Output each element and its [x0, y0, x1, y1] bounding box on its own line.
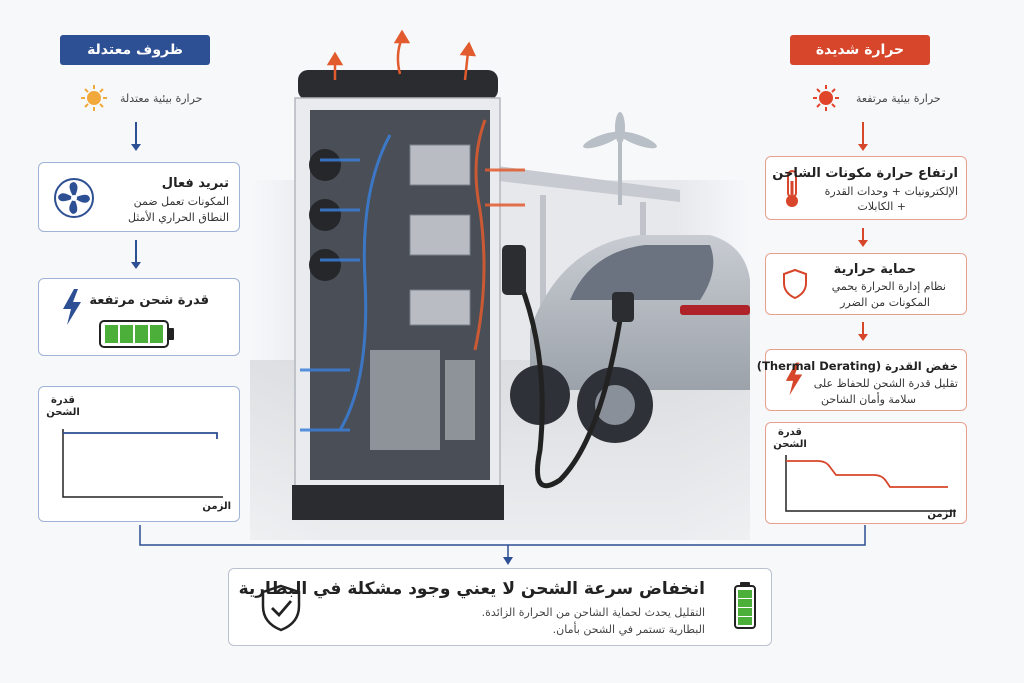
extreme-heat-header: حرارة شديدة — [790, 35, 930, 65]
charger-illustration — [250, 30, 750, 540]
active-cooling-card: تبريد فعال المكونات تعمل ضمن النطاق الحر… — [38, 162, 240, 232]
high-power-card: قدرة شحن مرتفعة — [38, 278, 240, 356]
sun-icon — [813, 85, 839, 111]
thermal-protection-line1: نظام إدارة الحرارة يحمي — [831, 280, 946, 293]
thermal-protection-line2: المكونات من الضرر — [840, 296, 930, 309]
battery-icon — [99, 320, 174, 348]
lightning-icon — [63, 289, 81, 325]
active-cooling-title: تبريد فعال — [161, 176, 229, 191]
shield-icon — [783, 268, 807, 300]
active-cooling-line1: المكونات تعمل ضمن — [133, 195, 229, 208]
car-illustration — [510, 235, 750, 443]
thermal-protection-title: حماية حرارية — [833, 262, 916, 277]
chart-axes — [785, 455, 956, 512]
moderate-conditions-header: ظروف معتدلة — [60, 35, 210, 65]
thermal-derating-line2: سلامة وأمان الشاحن — [821, 393, 916, 406]
thermal-protection-card: حماية حرارية نظام إدارة الحرارة يحمي الم… — [765, 253, 967, 315]
component-heat-title: ارتفاع حرارة مكونات الشاحن — [772, 166, 958, 181]
summary-bracket — [139, 525, 866, 565]
high-ambient-label: حرارة بيئية مرتفعة — [856, 92, 941, 105]
fan-icon — [54, 178, 94, 218]
moderate-ambient-label: حرارة بيئية معتدلة — [120, 92, 203, 105]
summary-card: انخفاض سرعة الشحن لا يعني وجود مشكلة في … — [228, 568, 772, 646]
chart-xlabel: الزمن — [202, 501, 231, 512]
component-heat-line2: + الكابلات — [857, 200, 906, 213]
battery-icon — [734, 582, 756, 629]
active-cooling-line2: النطاق الحراري الأمثل — [127, 211, 229, 224]
sun-icon — [81, 85, 107, 111]
charger-cabinet — [292, 70, 525, 520]
high-power-title: قدرة شحن مرتفعة — [89, 293, 209, 308]
thermal-derating-title: خفض القدرة (Thermal Derating) — [756, 359, 958, 373]
summary-line2: البطارية تستمر في الشحن بأمان. — [552, 623, 705, 636]
thermal-derating-line1: تقليل قدرة الشحن للحفاظ على — [813, 377, 958, 390]
power-curve-derating — [786, 460, 948, 488]
power-curve-flat — [63, 432, 218, 439]
thermometer-icon — [786, 170, 798, 207]
heat-arrow-icon — [326, 30, 477, 81]
chart-axes — [62, 429, 223, 498]
thermal-derating-card: خفض القدرة (Thermal Derating) تقليل قدرة… — [757, 349, 967, 411]
component-heat-card: ارتفاع حرارة مكونات الشاحن الإلكترونيات … — [765, 156, 967, 220]
shield-check-icon — [261, 584, 301, 632]
chart-xlabel: الزمن — [927, 509, 956, 520]
component-heat-line1: الإلكترونيات + وحدات القدرة — [824, 185, 958, 198]
lightning-icon — [785, 362, 803, 396]
summary-line1: التقليل يحدث لحماية الشاحن من الحرارة ال… — [481, 606, 705, 619]
summary-title: انخفاض سرعة الشحن لا يعني وجود مشكلة في … — [238, 579, 705, 599]
